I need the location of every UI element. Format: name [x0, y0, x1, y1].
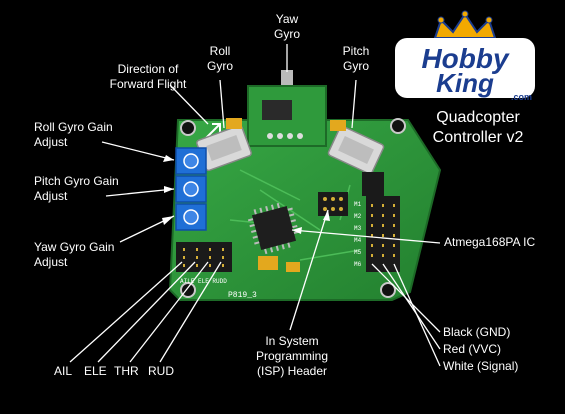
capacitor	[330, 120, 346, 131]
leader-ele	[97, 261, 196, 363]
row-mark: M1	[354, 201, 362, 208]
capacitor	[258, 256, 278, 270]
row-mark: M3	[354, 225, 362, 232]
logo-sub: .com	[511, 92, 532, 102]
label-thr: THR	[114, 364, 139, 378]
hobbyking-logo: Hobby King .com	[393, 8, 543, 108]
row-mark: M5	[354, 249, 362, 256]
label-ail: AIL	[54, 364, 73, 378]
yaw-gyro-module	[247, 70, 327, 147]
logo-word-king: King	[436, 68, 494, 98]
mount-hole	[380, 282, 396, 298]
leader-atmega	[291, 229, 441, 244]
product-title: Quadcopter Controller v2	[432, 109, 524, 146]
motor-output-headers	[362, 172, 400, 272]
leader-rud	[159, 261, 222, 363]
label-rud: RUD	[148, 364, 174, 378]
leader-roll	[219, 79, 225, 129]
label-pitch-gain: Pitch Gyro Gain Adjust	[34, 174, 119, 203]
label-isp-header: In System Programming (ISP) Header	[255, 334, 329, 378]
mount-hole	[390, 118, 406, 134]
mount-hole	[180, 282, 196, 298]
leader-red	[382, 263, 441, 350]
pitch-gain-pot	[175, 175, 207, 203]
logo-graphic: Hobby King .com	[395, 10, 535, 102]
label-atmega: Atmega168PA IC	[444, 235, 536, 249]
label-red-vvc: Red (VVC)	[443, 342, 502, 356]
leader-pitch-gain	[105, 188, 175, 197]
row-mark: M6	[354, 261, 362, 268]
silk-pins: AILE ELE RUDD	[180, 278, 227, 285]
crown-icon	[433, 10, 497, 39]
leader-direction	[169, 84, 209, 125]
leader-pitch	[351, 79, 357, 129]
arrowheads	[162, 155, 330, 234]
label-roll-gain: Roll Gyro Gain Adjust	[34, 120, 113, 149]
row-mark: M4	[354, 237, 362, 244]
label-ele: ELE	[84, 364, 107, 378]
silk-model: P819_3	[228, 291, 257, 300]
label-pitch-gyro: Pitch Gyro	[342, 44, 370, 73]
leader-lines	[69, 44, 441, 367]
isp-header	[318, 192, 348, 216]
atmega-chip	[247, 202, 300, 255]
logo-word-hobby: Hobby	[421, 43, 510, 74]
roll-gyro-sensor	[196, 124, 252, 172]
yaw-gain-pot	[175, 203, 207, 231]
row-mark: M2	[354, 213, 362, 220]
capacitor	[226, 118, 242, 129]
leader-roll-gain	[101, 141, 175, 161]
label-black-gnd: Black (GND)	[443, 325, 511, 339]
pitch-gyro-sensor	[327, 125, 385, 175]
label-yaw-gyro: Yaw Gyro	[273, 12, 300, 41]
label-white-signal: White (Signal)	[443, 359, 519, 373]
leader-ail	[69, 261, 183, 363]
label-yaw-gain: Yaw Gyro Gain Adjust	[34, 240, 115, 269]
leader-isp	[289, 209, 329, 331]
leader-thr	[129, 261, 209, 363]
label-direction-forward: Direction of Forward Flight	[109, 62, 187, 91]
leader-white	[393, 263, 441, 367]
mount-hole	[180, 120, 196, 136]
label-roll-gyro: Roll Gyro	[206, 44, 233, 73]
roll-gain-pot	[175, 147, 207, 175]
forward-arrow-silk	[205, 123, 221, 139]
capacitor	[286, 262, 300, 272]
